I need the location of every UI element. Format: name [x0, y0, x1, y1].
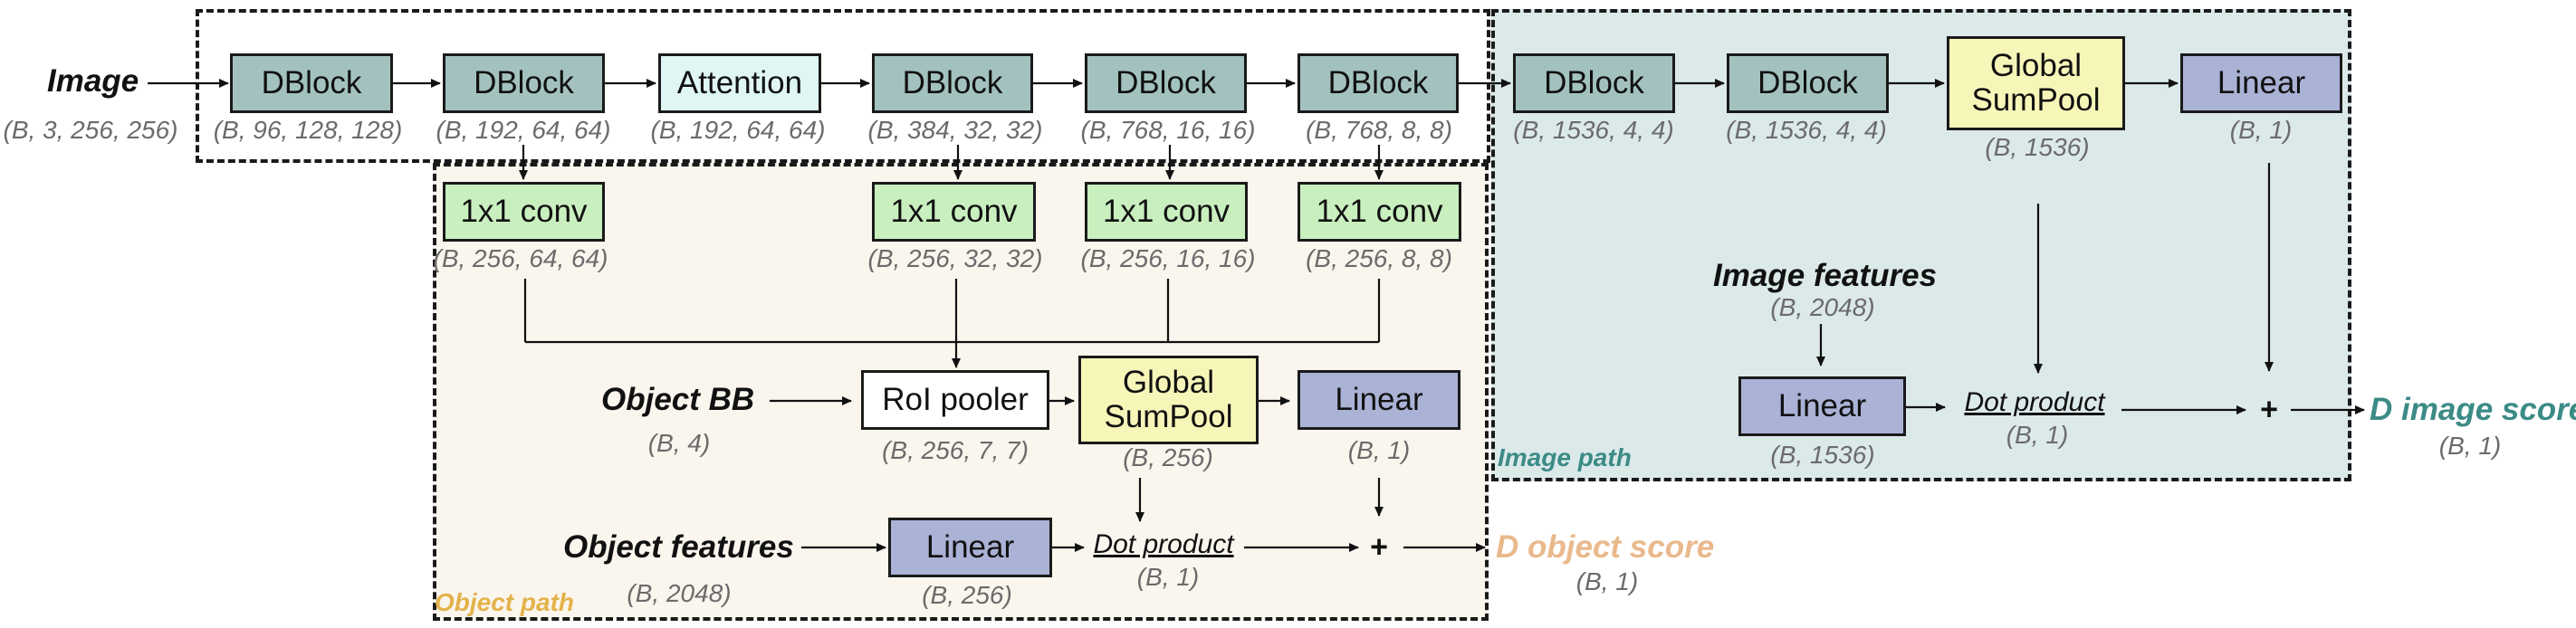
image-linear-dims: (B, 1) — [2229, 116, 2293, 144]
object-bb-label: Object BB — [601, 382, 755, 417]
object-score-label: D object score — [1496, 529, 1715, 565]
dblock-2-dims: (B, 192, 64, 64) — [436, 116, 611, 144]
object-features-dims: (B, 2048) — [627, 579, 732, 607]
dblock-2: DBlock — [443, 53, 605, 113]
dblock-4-dims: (B, 768, 16, 16) — [1080, 116, 1256, 144]
conv-2-dims: (B, 256, 32, 32) — [867, 244, 1043, 272]
attention-dims: (B, 192, 64, 64) — [650, 116, 826, 144]
image-score-label: D image score — [2370, 392, 2576, 427]
object-global-sumpool-line2: SumPool — [1104, 399, 1233, 434]
object-score-dims: (B, 1) — [1575, 567, 1639, 595]
conv-4: 1x1 conv — [1298, 182, 1461, 242]
backbone-region — [196, 9, 1490, 163]
image-dot-product: Dot product — [1964, 387, 2105, 417]
image-path-label: Image path — [1498, 443, 1632, 471]
image-feature-linear-dims: (B, 1536) — [1770, 441, 1875, 469]
roi-pooler: RoI pooler — [861, 370, 1049, 430]
image-feature-linear: Linear — [1738, 376, 1906, 436]
attention-block: Attention — [658, 53, 821, 113]
image-dot-product-dims: (B, 1) — [2006, 421, 2069, 449]
dblock-1-dims: (B, 96, 128, 128) — [213, 116, 403, 144]
object-dot-product: Dot product — [1093, 529, 1234, 559]
object-features-label: Object features — [563, 529, 794, 565]
dblock-1: DBlock — [230, 53, 393, 113]
dblock-4: DBlock — [1085, 53, 1247, 113]
dblock-5-dims: (B, 768, 8, 8) — [1306, 116, 1452, 144]
object-linear: Linear — [888, 518, 1052, 577]
image-linear: Linear — [2180, 53, 2342, 113]
object-linear-dims: (B, 256) — [922, 581, 1012, 609]
dblock-7-dims: (B, 1536, 4, 4) — [1726, 116, 1887, 144]
conv-2: 1x1 conv — [872, 182, 1036, 242]
dblock-3: DBlock — [872, 53, 1033, 113]
dblock-6-dims: (B, 1536, 4, 4) — [1513, 116, 1674, 144]
dblock-6: DBlock — [1513, 53, 1675, 113]
object-global-sumpool-line1: Global — [1122, 365, 1215, 400]
image-input-dims: (B, 3, 256, 256) — [3, 116, 178, 144]
object-path-label: Object path — [435, 588, 575, 616]
image-features-dims: (B, 2048) — [1770, 293, 1875, 321]
object-global-sumpool: Global SumPool — [1078, 356, 1259, 444]
image-features-label: Image features — [1713, 258, 1938, 293]
conv-1: 1x1 conv — [443, 182, 605, 242]
image-score-dims: (B, 1) — [2438, 432, 2502, 460]
object-dot-product-dims: (B, 1) — [1136, 563, 1200, 591]
conv-1-dims: (B, 256, 64, 64) — [433, 244, 608, 272]
conv-4-dims: (B, 256, 8, 8) — [1306, 244, 1452, 272]
roi-pooler-dims: (B, 256, 7, 7) — [882, 436, 1029, 464]
object-global-sumpool-dims: (B, 256) — [1123, 443, 1213, 471]
object-sum: + — [1370, 529, 1388, 565]
image-input-label: Image — [47, 63, 139, 99]
dblock-5: DBlock — [1298, 53, 1459, 113]
image-global-sumpool-dims: (B, 1536) — [1985, 133, 2090, 161]
conv-3-dims: (B, 256, 16, 16) — [1080, 244, 1256, 272]
image-global-sumpool: Global SumPool — [1947, 36, 2125, 130]
conv-3: 1x1 conv — [1085, 182, 1248, 242]
object-linear-top: Linear — [1298, 370, 1460, 430]
object-bb-dims: (B, 4) — [647, 429, 711, 457]
dblock-7: DBlock — [1727, 53, 1889, 113]
image-global-sumpool-line2: SumPool — [1971, 82, 2101, 118]
object-linear-top-dims: (B, 1) — [1347, 436, 1411, 464]
image-sum: + — [2260, 392, 2278, 427]
dblock-3-dims: (B, 384, 32, 32) — [867, 116, 1043, 144]
image-global-sumpool-line1: Global — [1989, 48, 2083, 83]
